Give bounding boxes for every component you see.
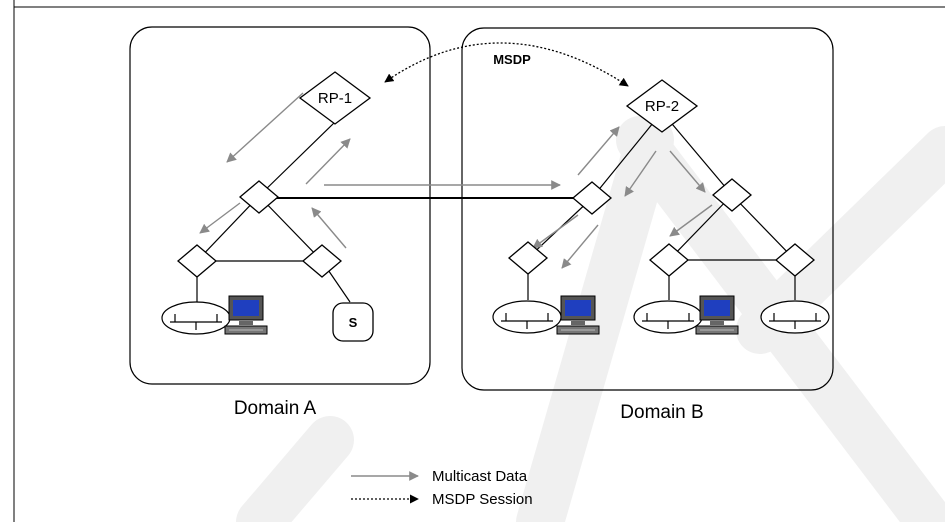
legend: Multicast Data MSDP Session (351, 468, 533, 508)
multicast-data-arrows (199, 92, 713, 269)
workstation-b-left-icon (556, 295, 600, 335)
router-b-right-icon (711, 178, 753, 212)
router-b-bottom-mid-icon (648, 243, 690, 277)
router-a-top-icon (238, 180, 280, 214)
router-a-right-icon (301, 244, 343, 278)
router-b-left-icon (571, 181, 613, 215)
rp1-router-icon (298, 71, 372, 125)
domain-b-label: Domain B (620, 402, 703, 423)
lan-segment-b-mid (633, 300, 703, 334)
source-label: S (349, 315, 358, 330)
domain-b-box (461, 27, 834, 391)
legend-multicast-data: Multicast Data (432, 468, 528, 485)
router-b-bottom-left-icon (507, 241, 549, 275)
msdp-label: MSDP (493, 52, 531, 67)
lan-segment-a (161, 301, 231, 335)
domain-a-links (196, 121, 351, 306)
rp2-label: RP-2 (645, 98, 679, 115)
lan-segment-b-right (760, 300, 830, 334)
router-a-left-icon (176, 244, 218, 278)
rp1-label: RP-1 (318, 90, 352, 107)
legend-msdp-session: MSDP Session (432, 491, 533, 508)
workstation-b-mid-icon (695, 295, 739, 335)
source-node (332, 302, 374, 342)
router-b-bottom-right-icon (774, 243, 816, 277)
domain-a-label: Domain A (234, 398, 317, 419)
rp2-router-icon (625, 79, 699, 133)
lan-segment-b-left (492, 300, 562, 334)
domain-a-box (129, 26, 431, 385)
workstation-a-icon (224, 295, 268, 335)
